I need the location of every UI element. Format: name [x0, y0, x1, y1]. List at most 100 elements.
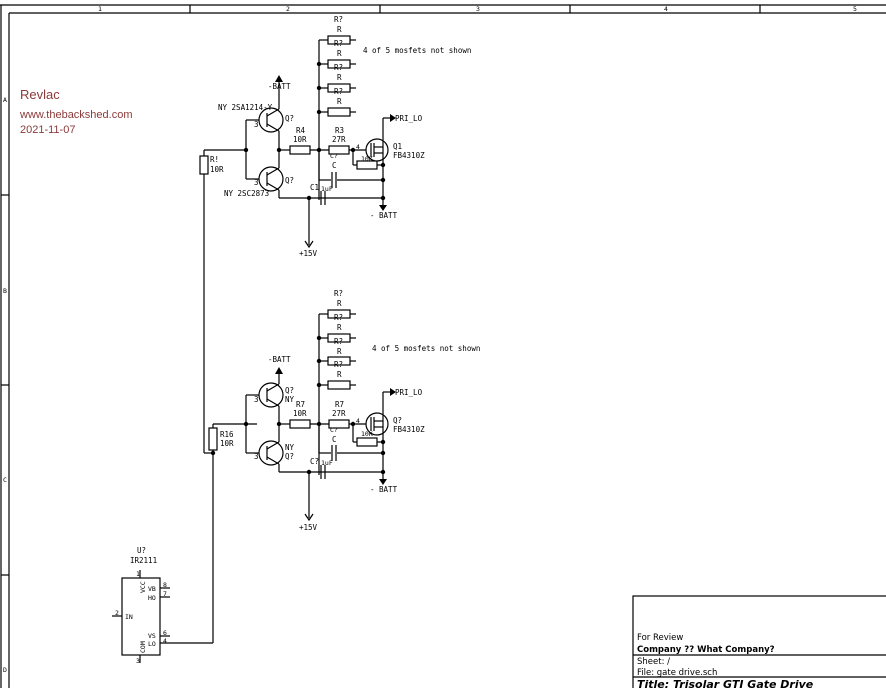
resistor-bank-value: R: [337, 49, 342, 58]
part-value: FB4310Z: [393, 151, 425, 160]
part-value: NY: [285, 443, 295, 452]
sheet-frame: [0, 4, 886, 688]
pin-number: 2: [115, 609, 119, 617]
pin-name: VS: [148, 632, 156, 640]
resistor-bank-value: R: [337, 347, 342, 356]
part-ref: R16: [220, 430, 234, 439]
ic-value: IR2111: [130, 556, 157, 565]
part-ref: R7: [335, 400, 344, 409]
pin-number: 4: [163, 637, 167, 645]
vcc-symbol: [304, 513, 314, 522]
resistor-bank-ref: R?: [334, 87, 343, 96]
pin-name: VB: [148, 585, 156, 593]
resistor-bank-value: R: [337, 25, 342, 34]
neg-batt-symbol: [275, 367, 283, 374]
row-label: A: [3, 96, 7, 104]
vcc-symbol: [304, 240, 314, 249]
title-block-file: File: gate drive.sch: [637, 668, 717, 678]
resistor-bank-ref: R?: [334, 289, 343, 298]
net-label: +15V: [299, 523, 318, 532]
neg-batt-symbol: [379, 479, 387, 485]
part-ref: Q?: [285, 386, 294, 395]
resistor-base: [289, 145, 311, 155]
part-value: 10R: [210, 165, 224, 174]
part-ref: Q?: [285, 176, 294, 185]
net-label: - BATT: [370, 211, 398, 220]
pin-name: LO: [148, 640, 156, 648]
pin-number: 7: [163, 590, 167, 598]
resistor-bank-ref: R?: [334, 360, 343, 369]
resistor-base: [289, 419, 311, 429]
date-annotation: 2021-11-07: [20, 124, 76, 136]
row-label: B: [3, 287, 7, 295]
part-ref: R!: [210, 155, 219, 164]
pin-number: 6: [163, 629, 167, 637]
part-ref: Q?: [285, 114, 294, 123]
resistor-bank-value: R: [337, 370, 342, 379]
part-value: 27R: [332, 409, 346, 418]
part-value: NY 2SA1214-Y: [218, 103, 273, 112]
resistor-pulldown: [356, 437, 378, 447]
part-value: NY: [285, 395, 295, 404]
resistor-bank-ref: R?: [334, 39, 343, 48]
part-value: 10R: [293, 409, 307, 418]
pin-number: 4: [356, 143, 360, 151]
pin-number: 8: [163, 581, 167, 589]
net-label: -BATT: [268, 355, 291, 364]
net-label: +15V: [299, 249, 318, 258]
part-ref: C?: [330, 426, 338, 434]
part-value: C: [332, 435, 337, 444]
pin-number: 3: [254, 452, 259, 461]
pin-name: HO: [148, 594, 156, 602]
pin-number: 1: [136, 570, 140, 578]
part-ref: Q?: [393, 416, 402, 425]
url-annotation: www.thebackshed.com: [20, 109, 133, 121]
ic-ir2111: [112, 570, 213, 663]
transistor-npn: [258, 166, 284, 192]
part-ref: C?: [330, 152, 338, 160]
resistor-bank-value: R: [337, 299, 342, 308]
column-label: 5: [853, 5, 857, 13]
part-value: 10K: [361, 430, 373, 438]
resistor-input: [199, 155, 209, 175]
column-label: 4: [664, 5, 668, 13]
part-ref: R7: [296, 400, 305, 409]
row-label: C: [3, 476, 7, 484]
resistor-bank-ref: R?: [334, 313, 343, 322]
part-value: FB4310Z: [393, 425, 425, 434]
resistor-bank-ref: R?: [334, 337, 343, 346]
resistor-bank-ref: R?: [334, 63, 343, 72]
note-text: 4 of 5 mosfets not shown: [372, 344, 480, 353]
resistor-bank-4: [327, 380, 351, 390]
net-label: PRI_LO: [395, 388, 423, 397]
neg-batt-symbol: [379, 205, 387, 211]
title-block-sheet: Sheet: /: [637, 657, 670, 667]
resistor-bank-value: R: [337, 73, 342, 82]
author-annotation: Revlac: [20, 87, 60, 102]
ic-ref: U?: [137, 546, 146, 555]
part-ref: Q1: [393, 142, 402, 151]
title-block-title: Title: Trisolar GTI Gate Drive: [637, 678, 814, 688]
part-value: NY 2SC2873: [224, 189, 269, 198]
part-value: C: [332, 161, 337, 170]
part-ref: C?: [310, 457, 319, 466]
transistor-pnp: [258, 382, 284, 408]
neg-batt-symbol: [275, 75, 283, 82]
column-label: 3: [476, 5, 480, 13]
title-block-company: Company ?? What Company?: [637, 645, 775, 655]
resistor-input: [208, 427, 218, 451]
gate-drive-stage-bottom: [203, 309, 396, 643]
gate-drive-stage-top: [199, 35, 396, 425]
column-label: 2: [286, 5, 290, 13]
resistor-bank-4: [327, 107, 351, 117]
part-value: 27R: [332, 135, 346, 144]
note-text: 4 of 5 mosfets not shown: [363, 46, 471, 55]
pin-name: COM: [139, 641, 147, 653]
pin-number: 4: [356, 417, 360, 425]
part-value: 10K: [361, 155, 373, 163]
part-value: 10R: [293, 135, 307, 144]
column-label: 1: [98, 5, 102, 13]
title-block: [632, 595, 886, 688]
net-label: PRI_LO: [395, 114, 423, 123]
